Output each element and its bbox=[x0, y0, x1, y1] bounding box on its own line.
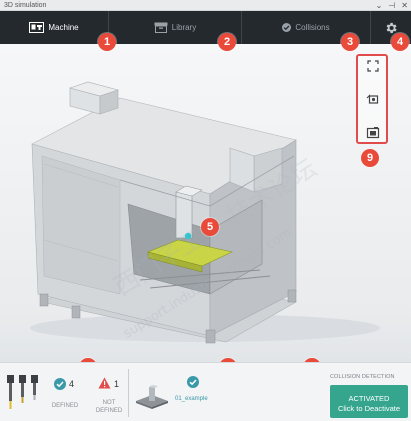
tools-defined-label: DEFINED bbox=[51, 403, 79, 409]
rotate-view-icon[interactable] bbox=[366, 92, 380, 106]
collision-detection-label: COLLISION DETECTION bbox=[330, 374, 395, 380]
bottom-status-panel: 4 DEFINED 1 NOT DEFINED bbox=[0, 362, 411, 421]
callout-4: 4 bbox=[391, 33, 409, 51]
tools-not-defined-label-line1: NOT bbox=[102, 400, 116, 406]
tools-not-defined-label-line2: DEFINED bbox=[95, 408, 123, 414]
gear-icon bbox=[386, 22, 397, 33]
machine-model bbox=[30, 81, 380, 344]
tab-library-label: Library bbox=[171, 23, 197, 32]
collisions-check-icon bbox=[282, 23, 292, 32]
tools-not-defined-count: 1 bbox=[114, 379, 120, 389]
window-controls: ⌄ ⊣ ✕ bbox=[376, 0, 408, 11]
tools-icon bbox=[7, 375, 38, 409]
window-title: 3D simulation bbox=[4, 2, 47, 9]
pin-icon[interactable]: ⊣ bbox=[388, 1, 396, 10]
defined-check-icon bbox=[54, 378, 66, 390]
tab-library[interactable]: Library bbox=[109, 11, 242, 44]
tools-summary[interactable]: 4 DEFINED 1 NOT DEFINED bbox=[0, 363, 128, 421]
library-icon bbox=[154, 22, 168, 33]
title-bar: 3D simulation ⌄ ⊣ ✕ bbox=[0, 0, 411, 11]
callout-9: 9 bbox=[361, 149, 379, 167]
callout-2: 2 bbox=[218, 33, 236, 51]
panel-divider bbox=[128, 369, 129, 417]
machine-icon bbox=[29, 22, 45, 33]
callout-3: 3 bbox=[341, 33, 359, 51]
part-icon bbox=[136, 385, 168, 409]
settings-button[interactable] bbox=[371, 11, 411, 44]
dropdown-icon[interactable]: ⌄ bbox=[375, 1, 383, 10]
close-icon[interactable]: ✕ bbox=[401, 1, 408, 10]
fit-view-icon[interactable] bbox=[366, 59, 380, 73]
part-check-icon bbox=[187, 376, 199, 388]
tab-machine[interactable]: Machine bbox=[0, 11, 109, 44]
3d-viewport[interactable]: 西门子工业 技术论坛 support.industry.siemens.com bbox=[0, 44, 411, 362]
collision-detection-toggle-button[interactable]: ACTIVATED Click to Deactivate bbox=[330, 385, 408, 418]
view-tools-panel bbox=[356, 54, 388, 144]
tools-defined-count: 4 bbox=[69, 379, 75, 389]
warning-icon bbox=[98, 377, 111, 389]
callout-1: 1 bbox=[98, 33, 116, 51]
part-name: 01_example bbox=[175, 396, 208, 402]
tab-collisions-label: Collisions bbox=[295, 23, 330, 32]
tab-machine-label: Machine bbox=[48, 23, 79, 32]
tab-collisions[interactable]: Collisions bbox=[242, 11, 371, 44]
toggle-button-hint: Click to Deactivate bbox=[337, 404, 401, 413]
main-toolbar: Machine Library Collisions bbox=[0, 11, 411, 44]
screenshot-view-icon[interactable] bbox=[366, 126, 380, 140]
toggle-button-status: ACTIVATED bbox=[348, 394, 390, 403]
callout-5: 5 bbox=[201, 218, 219, 236]
